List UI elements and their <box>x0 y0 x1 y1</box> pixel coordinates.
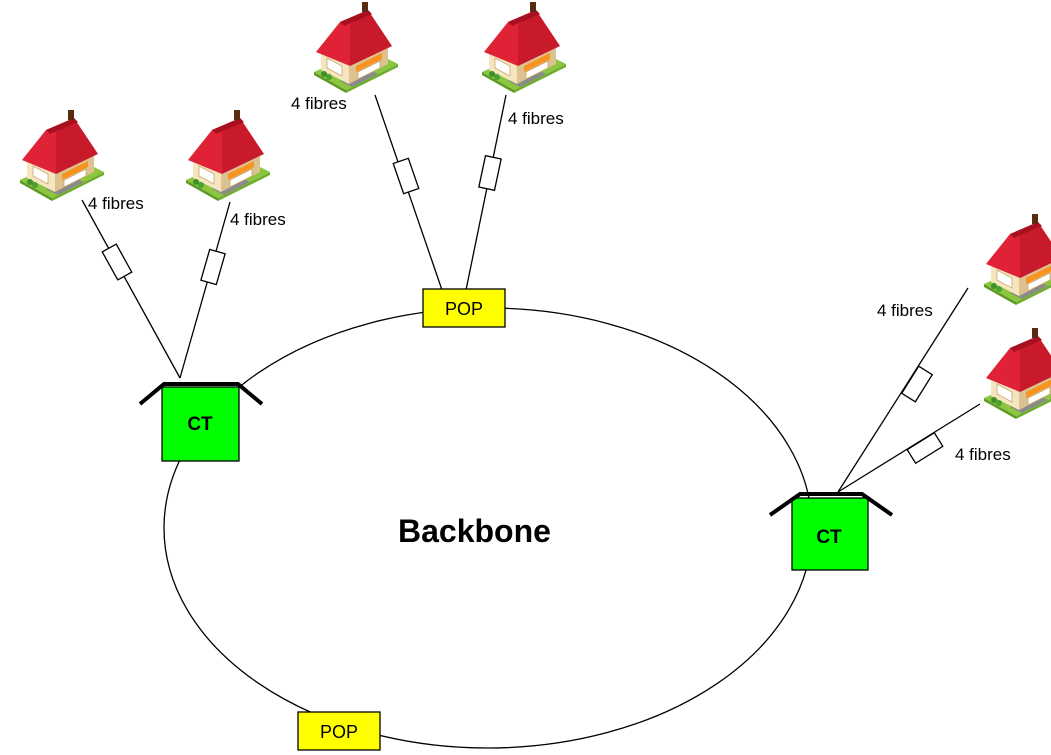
house-icon <box>983 327 1051 420</box>
ct-node: CT <box>138 382 264 462</box>
house-icon <box>313 1 399 94</box>
splice-box <box>200 248 226 286</box>
ct-label: CT <box>187 414 213 435</box>
house-icon <box>19 109 105 202</box>
fibre-line <box>179 201 231 379</box>
fibre-lines <box>81 94 981 493</box>
splice-box <box>101 243 133 281</box>
pop-label: POP <box>320 722 358 742</box>
ct-roof <box>138 382 264 406</box>
fibre-line <box>81 199 181 379</box>
house-icons <box>19 1 1051 420</box>
fibre-label: 4 fibres <box>877 301 933 320</box>
house-icon <box>983 213 1051 306</box>
ct-box <box>161 386 240 462</box>
pop-node: POP <box>297 711 381 751</box>
splice-box <box>392 157 420 195</box>
house-icon <box>185 109 271 202</box>
splice-boxes <box>101 154 944 465</box>
fibre-label: 4 fibres <box>291 94 347 113</box>
ct-roof <box>768 492 894 517</box>
pop-box <box>297 711 381 751</box>
fibre-label: 4 fibres <box>508 109 564 128</box>
house-icon <box>481 1 567 94</box>
backbone-label: Backbone <box>398 513 551 549</box>
ct-box <box>791 497 869 571</box>
fibre-label: 4 fibres <box>88 194 144 213</box>
splice-box <box>906 431 944 465</box>
fibre-label: 4 fibres <box>230 210 286 229</box>
ct-node: CT <box>768 492 894 571</box>
fibre-line <box>465 94 507 291</box>
fibre-label: 4 fibres <box>955 445 1011 464</box>
fibre-line <box>837 287 969 493</box>
pop-node: POP <box>422 288 506 328</box>
splice-box <box>900 365 934 403</box>
pop-box <box>422 288 506 328</box>
splice-box <box>478 154 502 192</box>
ct-label: CT <box>816 527 842 548</box>
pop-label: POP <box>445 299 483 319</box>
